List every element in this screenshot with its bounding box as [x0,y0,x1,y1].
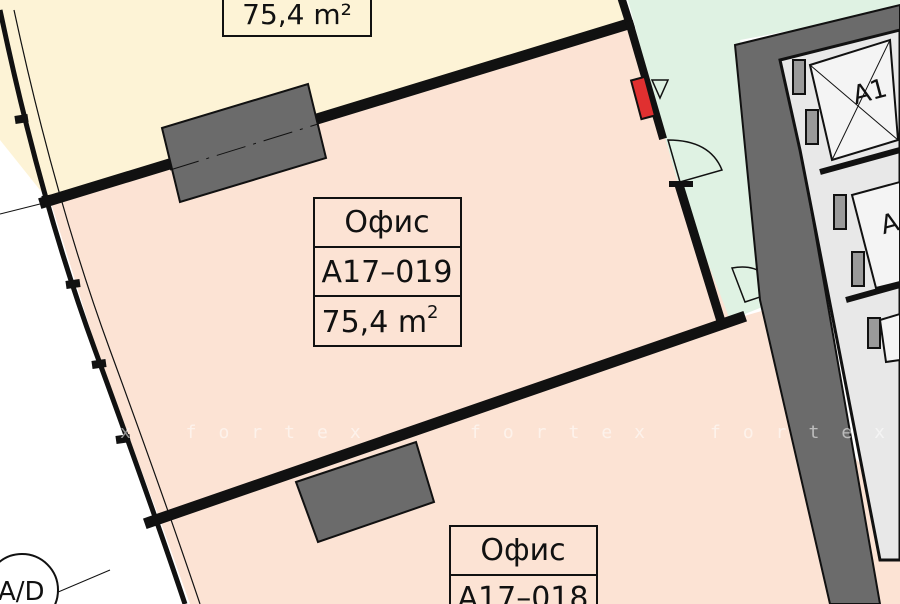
elevator-a2 [833,180,900,290]
room-a17-019-type: Офис [344,205,429,240]
top-room-label-box [222,0,372,37]
elevator-core-wall [733,3,900,604]
facade-inner-line [13,9,201,604]
room-a17-019-area-sup: 2 [427,302,438,323]
elevator-a1 [792,38,900,162]
room-a17-019-area-value: 75,4 m [321,305,427,340]
upper-office-fill [0,0,628,200]
room-a17-018-code: A17–018 [458,581,589,604]
shaft-lower [294,440,436,544]
axis-bubble [0,553,59,604]
watermark-3: fortex [710,422,900,443]
elevator-a3 [867,312,900,364]
room-a17-019-code: A17–019 [322,255,453,290]
top-room-area: 75,4 m² [242,0,352,31]
watermark: x fortex fortex fortex [120,422,900,443]
room-a17-019-area: 75,4 m2 [321,302,438,340]
elevator-core-inner [778,28,900,562]
room-a17-019-label: Офис A17–019 75,4 m2 [313,197,462,347]
corridor-fill [628,0,900,320]
grid-axis-line [0,203,41,215]
fire-cabinet [629,75,657,121]
shaft-axis-line [169,123,319,171]
room-a17-018-type: Офис [480,533,565,568]
core-divider-2 [845,282,900,303]
shaft-upper [160,82,328,204]
axis-label: A/D [0,577,45,604]
fire-cabinet-marker [650,79,670,100]
core-divider-1 [819,147,900,175]
door-swing-upper [667,139,724,183]
watermark-1: x fortex [120,422,383,443]
watermark-2: fortex [470,422,667,443]
elevator-a2-label: A [877,207,900,241]
room-a17-018-label: Офис A17–018 [449,525,598,604]
